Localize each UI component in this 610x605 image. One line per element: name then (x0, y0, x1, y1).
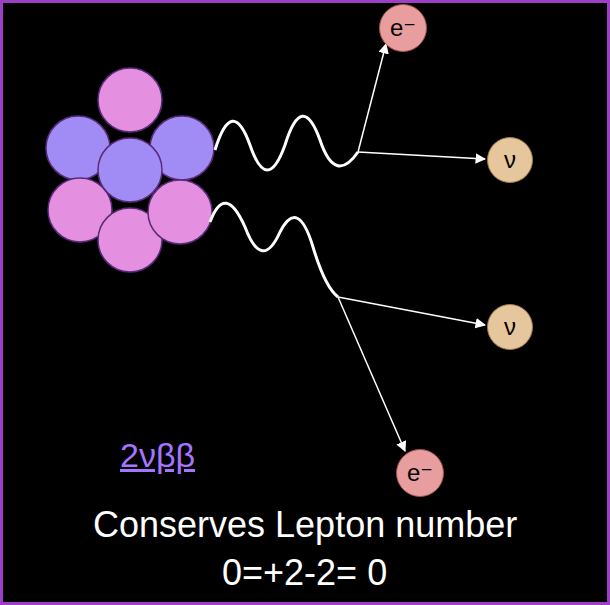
arrow-line (358, 44, 386, 152)
arrow-line (358, 152, 485, 159)
particle-symbol: ν (504, 313, 516, 341)
arrow-line (338, 297, 405, 451)
electron-circle: e⁻ (379, 4, 427, 52)
nucleus (46, 68, 214, 272)
neutrino-circle: ν (487, 137, 533, 183)
particle-symbol: ν (504, 146, 516, 174)
process-name: 2νββ (120, 436, 195, 475)
arrow-line (338, 297, 485, 325)
wavy-line (215, 116, 358, 170)
caption-text: Conserves Lepton number (93, 504, 517, 546)
particle-symbol: e⁻ (407, 459, 433, 487)
electron-circle: e⁻ (396, 449, 444, 497)
particle-symbol: e⁻ (390, 14, 416, 42)
neutrino-circle: ν (487, 304, 533, 350)
equation-text: 0=+2-2= 0 (222, 552, 387, 594)
wavy-line (210, 203, 338, 297)
